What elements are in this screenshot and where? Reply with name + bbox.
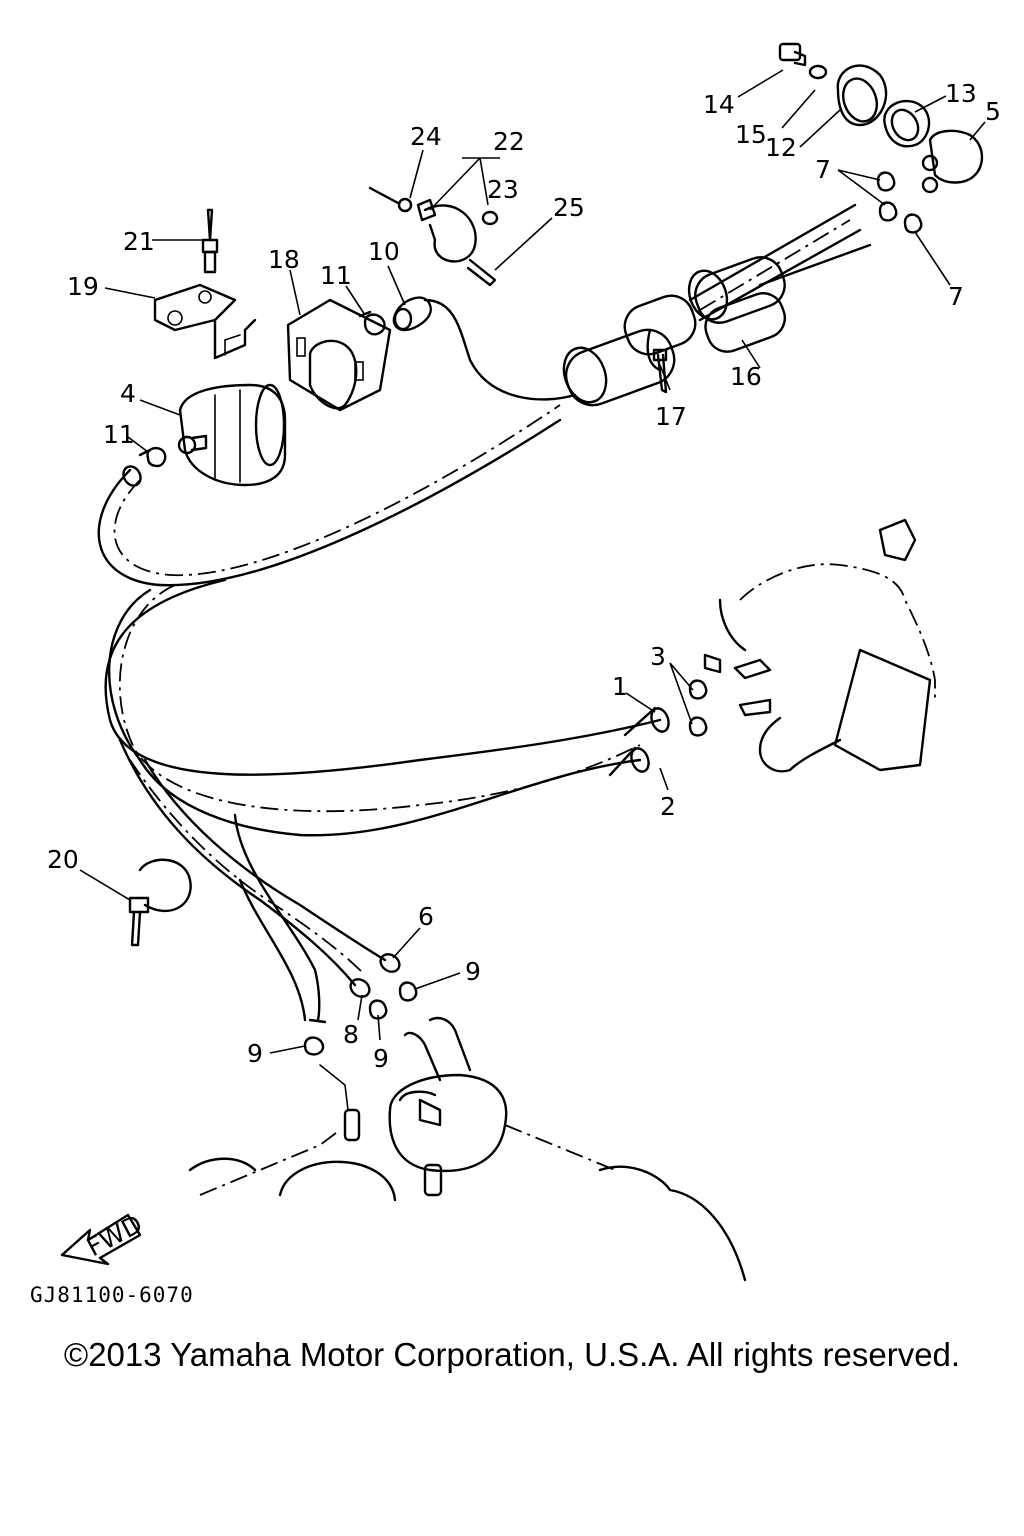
callout-24: 24 [410, 122, 442, 151]
callout-3: 3 [650, 642, 666, 671]
cable-tie-20 [128, 858, 192, 947]
callout-11b: 11 [320, 261, 352, 290]
leader-lines [79, 69, 986, 1054]
protector-sleeves [562, 256, 787, 407]
clamps-11 [122, 296, 432, 487]
callout-14: 14 [703, 90, 735, 119]
callout-13: 13 [945, 79, 977, 108]
fuel-line-diagram: FWD 14 15 12 13 5 [47, 42, 1001, 1282]
rivet-21 [201, 208, 219, 274]
fuel-filter [177, 383, 287, 487]
callout-9a: 9 [465, 957, 481, 986]
callouts: 14 15 12 13 5 7 7 24 22 23 25 21 19 18 1… [47, 79, 1001, 1073]
clamps-9 [303, 981, 418, 1056]
callout-4: 4 [120, 379, 136, 408]
callout-22: 22 [493, 127, 525, 156]
callout-11a: 11 [103, 420, 135, 449]
diagram-part-code: GJ81100-6070 [30, 1283, 194, 1307]
callout-15: 15 [735, 120, 767, 149]
engine-block [688, 518, 936, 773]
callout-18: 18 [268, 245, 300, 274]
callout-23: 23 [487, 175, 519, 204]
callout-5: 5 [985, 97, 1001, 126]
callout-9c: 9 [247, 1039, 263, 1068]
callout-16: 16 [730, 362, 762, 391]
callout-7b: 7 [948, 282, 964, 311]
callout-6: 6 [418, 902, 434, 931]
fuel-tank [188, 1016, 747, 1282]
callout-9b: 9 [373, 1044, 389, 1073]
callout-17: 17 [655, 402, 687, 431]
callout-2: 2 [660, 792, 676, 821]
copyright-notice: ©2013 Yamaha Motor Corporation, U.S.A. A… [63, 1336, 961, 1373]
clamp-22-25 [368, 186, 499, 287]
front-fittings [778, 42, 984, 234]
callout-10: 10 [368, 237, 400, 266]
fwd-arrow-icon: FWD [60, 1209, 147, 1266]
callout-12: 12 [765, 133, 797, 162]
callout-1: 1 [612, 672, 628, 701]
bracket-19 [153, 283, 257, 360]
callout-21: 21 [123, 227, 155, 256]
hose-ends [308, 706, 670, 1024]
fuel-hoses [97, 203, 872, 1022]
callout-20: 20 [47, 845, 79, 874]
callout-8: 8 [343, 1020, 359, 1049]
fwd-label: FWD [82, 1209, 147, 1262]
callout-19: 19 [67, 272, 99, 301]
callout-7a: 7 [815, 155, 831, 184]
callout-25: 25 [553, 193, 585, 222]
holder-bracket [286, 298, 392, 412]
